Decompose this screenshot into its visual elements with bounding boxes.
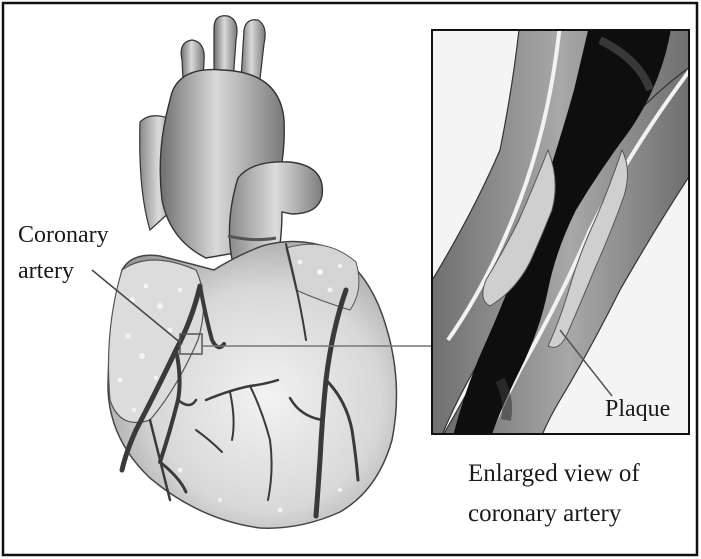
plaque-label: Plaque	[605, 394, 670, 424]
enlarged-artery-inset	[420, 20, 700, 440]
inset-caption-line2: coronary artery	[468, 499, 621, 529]
heart-illustration	[108, 16, 397, 528]
coronary-artery-label-line2: artery	[18, 256, 74, 286]
inset-caption-line1: Enlarged view of	[468, 459, 640, 489]
coronary-artery-label-line1: Coronary	[18, 220, 109, 250]
